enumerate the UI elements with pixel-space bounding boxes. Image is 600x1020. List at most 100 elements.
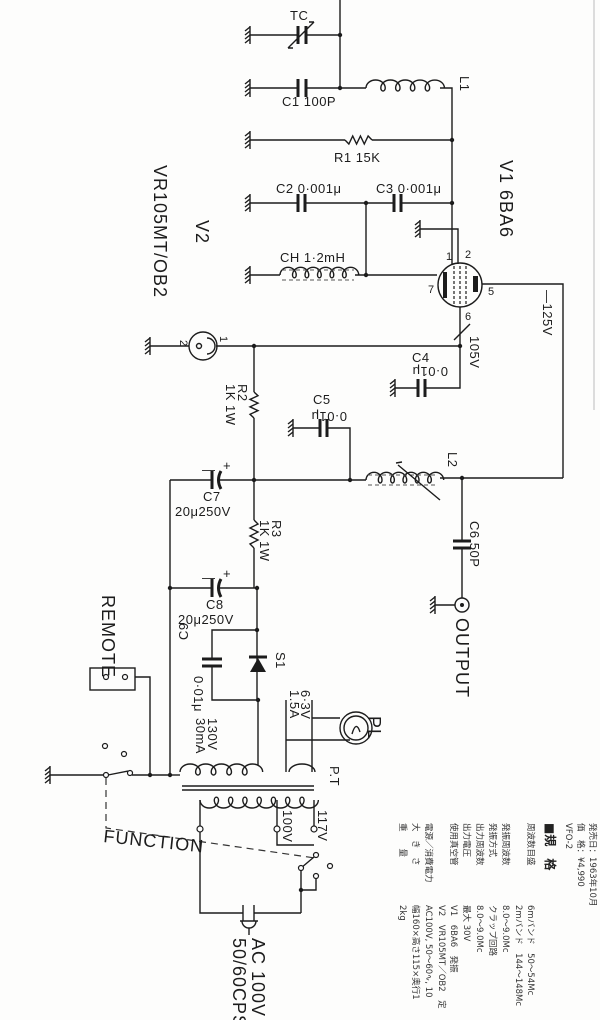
price: 価 格：¥4,990 xyxy=(575,823,586,887)
spec-value: クラップ回路 xyxy=(487,905,498,957)
v2-type-label: VR105MT/OB2 xyxy=(150,165,170,298)
voltage-marker xyxy=(453,323,471,341)
v1-label: V1 6BA6 xyxy=(496,160,516,238)
c6-label: C6 50P xyxy=(467,521,482,567)
spec-heading: ■規 格 xyxy=(543,823,558,871)
c1-label: C1 100P xyxy=(282,94,336,109)
secondary-current-label: 30mA xyxy=(193,718,208,754)
spec-value: 6mバンド 50〜54Mc xyxy=(525,905,535,996)
c8-value: 20μ250V xyxy=(178,612,234,627)
ground-icon xyxy=(44,765,51,785)
remote-switch: REMOTE xyxy=(44,595,173,785)
r1-label: R1 15K xyxy=(334,150,380,165)
l1-label: L1 xyxy=(457,76,472,91)
function-label: FUNCTION xyxy=(103,826,206,856)
wire-plate xyxy=(482,283,564,478)
specification-block: 発売日：1963年10月 価 格：¥4,990 VFO-2 ■規 格 周波数目盛… xyxy=(397,823,598,1009)
c8-label: C8 xyxy=(206,597,224,612)
spec-label: 周波数目盛 xyxy=(525,823,536,866)
plus-sign: + xyxy=(223,458,231,473)
resistor-r1: R1 15K xyxy=(244,130,455,165)
resistor-r3: R3 1K 1W xyxy=(248,480,284,588)
v2-label: V2 xyxy=(192,220,212,244)
coil-winding xyxy=(365,471,445,484)
ac-frequency-label: 50/60CPS xyxy=(229,938,249,1020)
electrolytic-capacitor-c7: — + C7 20μ250V xyxy=(175,458,231,519)
c3-label: C3 0·001μ xyxy=(376,181,441,196)
voltage-125v-label: —125V xyxy=(540,290,555,336)
model-name: VFO-2 xyxy=(563,823,573,849)
pin-label: 6 xyxy=(465,311,471,323)
c7-label: C7 xyxy=(203,489,221,504)
c2-label: C2 0·001μ xyxy=(276,181,341,196)
capacitor-c3: C3 0·001μ xyxy=(363,181,455,212)
c7-value: 20μ250V xyxy=(175,504,231,519)
voltage-regulator-tube-v2: 2 1 V2 VR105MT/OB2 xyxy=(144,165,229,361)
voltage-105v-label: 105V xyxy=(467,336,482,368)
electrolytic-capacitor-c8: — + C8 20μ250V xyxy=(167,566,260,627)
output-label: OUTPUT xyxy=(452,618,472,698)
minus-sign: — xyxy=(202,570,216,585)
tc-label: TC xyxy=(290,8,308,23)
spec-label: 重 量 xyxy=(397,823,408,858)
pin-label: 1 xyxy=(446,251,452,263)
secondary-voltage-label: 130V xyxy=(205,718,220,750)
spec-value: AC100V, 50〜60∿, 10 xyxy=(423,905,433,998)
pilot-lamp-pl: 6·3V 1.5A PL xyxy=(286,690,384,745)
capacitor-c9: C9 0·01μ xyxy=(176,588,261,712)
spec-label: 大 き さ xyxy=(410,823,421,866)
capacitor-c4: C4 0·01μ xyxy=(389,350,448,398)
r3-value: 1K 1W xyxy=(257,520,272,562)
ground-icon xyxy=(287,418,294,438)
resistor-zigzag xyxy=(248,391,260,419)
variable-inductor-l2: L2 xyxy=(365,452,460,501)
tap-100v-label: 100V xyxy=(280,810,295,842)
ground-icon xyxy=(429,595,436,615)
s1-label: S1 xyxy=(273,652,288,669)
c5-value: 0·01μ xyxy=(311,409,347,424)
l2-label: L2 xyxy=(445,452,460,467)
pin-label: 7 xyxy=(428,284,434,296)
coil-winding xyxy=(199,796,320,809)
spec-value: V2 VR105MT／OB2 定 xyxy=(436,905,447,1009)
pin-label: 2 xyxy=(177,340,189,346)
capacitor-c5: C5 0·01μ xyxy=(287,392,351,480)
resistor-r2: R2 1K 1W xyxy=(223,346,260,480)
release-date: 発売日：1963年10月 xyxy=(587,823,598,906)
r3-label: R3 xyxy=(269,520,284,538)
spec-label: 使用真空管 xyxy=(448,823,459,866)
spec-value: 8.0〜9.0Mc xyxy=(500,905,510,953)
spec-label: 出力周波数 xyxy=(474,823,485,866)
spec-value: 2mバンド 144〜148Mc xyxy=(513,905,523,1006)
ground-icon xyxy=(389,378,396,398)
c5-label: C5 xyxy=(313,392,331,407)
c9-label: C9 xyxy=(176,622,191,640)
spec-value: V1 6BA6 発振 xyxy=(448,905,459,973)
pin-label: 1 xyxy=(217,336,229,342)
capacitor-c2: C2 0·001μ xyxy=(244,181,394,213)
choke-ch: CH 1·2mH xyxy=(244,250,437,285)
ground-icon xyxy=(244,265,251,285)
coil-winding xyxy=(179,763,264,776)
spec-label: 電源／消費電力 xyxy=(423,823,434,883)
r2-value: 1K 1W xyxy=(223,384,238,426)
capacitor-c1: C1 100P xyxy=(244,78,366,109)
spec-value: 2kg xyxy=(397,905,407,921)
ground-icon xyxy=(144,336,151,356)
filament-current-label: 1.5A xyxy=(287,690,302,719)
spec-value: 最大 30V xyxy=(461,905,472,942)
coil-winding xyxy=(288,763,316,773)
spec-label: 発振方式 xyxy=(487,823,498,858)
ac-plug: AC 100V 50/60CPS xyxy=(199,832,301,1020)
ac-voltage-label: AC 100V xyxy=(248,938,268,1017)
ground-icon xyxy=(414,219,421,239)
output-jack: OUTPUT xyxy=(429,595,472,698)
c4-label: C4 xyxy=(412,350,430,365)
ground-icon xyxy=(244,130,251,150)
resistor-zigzag xyxy=(248,519,260,549)
tap-117v-label: 117V xyxy=(315,810,330,841)
plus-sign: + xyxy=(223,566,231,581)
c9-value: 0·01μ xyxy=(191,676,206,712)
minus-sign: — xyxy=(202,462,216,477)
